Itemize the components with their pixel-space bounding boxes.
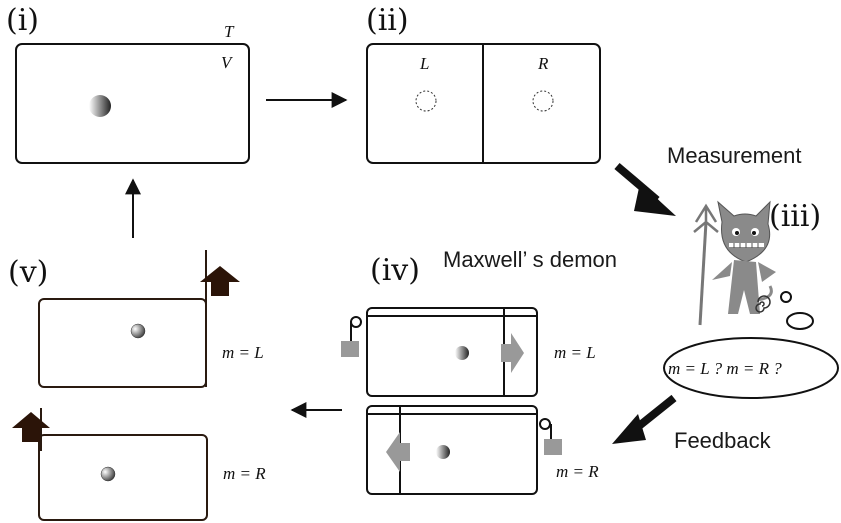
possible-molecule-left [415, 90, 437, 112]
molecule [130, 323, 146, 339]
panel-i-label: (i) [6, 3, 39, 38]
molecule [455, 346, 469, 360]
molecule [436, 445, 450, 459]
iv-top-equation: m = L [554, 343, 596, 362]
demon-figure [693, 200, 776, 326]
panel-iv: (iv) m = L m = R [341, 253, 599, 495]
possible-molecule-right [532, 90, 554, 112]
iv-bottom-equation: m = R [556, 462, 599, 481]
thought-bubble-medium [786, 312, 814, 330]
feedback-label: Feedback [674, 428, 772, 453]
iv-bottom-container [366, 405, 562, 495]
molecule [89, 95, 111, 117]
v-top-container [38, 298, 207, 388]
temperature-label: T [224, 22, 235, 41]
panel-iii: (iii) Maxwell’ s demon [443, 199, 839, 399]
panel-ii: (ii) L R [366, 3, 601, 164]
panel-v: (v) m = L m = R [8, 250, 266, 521]
measurement-arrow [614, 162, 676, 216]
left-label: L [419, 54, 429, 73]
thought-bubble [663, 337, 839, 399]
expansion-arrow-right [501, 333, 524, 373]
maxwells-demon-label: Maxwell’ s demon [443, 247, 617, 272]
thought-bubble-small [780, 291, 792, 303]
thought-text: m = L ? m = R ? [668, 359, 782, 378]
v-bottom-equation: m = R [223, 464, 266, 483]
panel-i-box [15, 43, 250, 164]
feedback-arrow [612, 394, 677, 444]
panel-ii-label: (ii) [366, 3, 409, 38]
weight [341, 341, 359, 357]
expansion-arrow-left [386, 432, 410, 472]
lift-arrow-bottom [12, 412, 50, 442]
lift-arrow-top [200, 266, 240, 296]
molecule [100, 466, 116, 482]
v-bottom-container [38, 434, 208, 521]
pulley [350, 316, 362, 328]
pulley [539, 418, 551, 430]
panel-iii-label: (iii) [769, 199, 821, 234]
panel-v-label: (v) [8, 255, 48, 290]
v-top-equation: m = L [222, 343, 264, 362]
right-label: R [537, 54, 549, 73]
volume-label: V [221, 53, 234, 72]
measurement-label: Measurement [667, 143, 802, 168]
panel-iv-label: (iv) [370, 253, 420, 288]
panel-i: (i) T V [6, 3, 250, 164]
weight [544, 439, 562, 455]
swirl-icon [755, 295, 771, 313]
iv-top-container [341, 307, 538, 397]
